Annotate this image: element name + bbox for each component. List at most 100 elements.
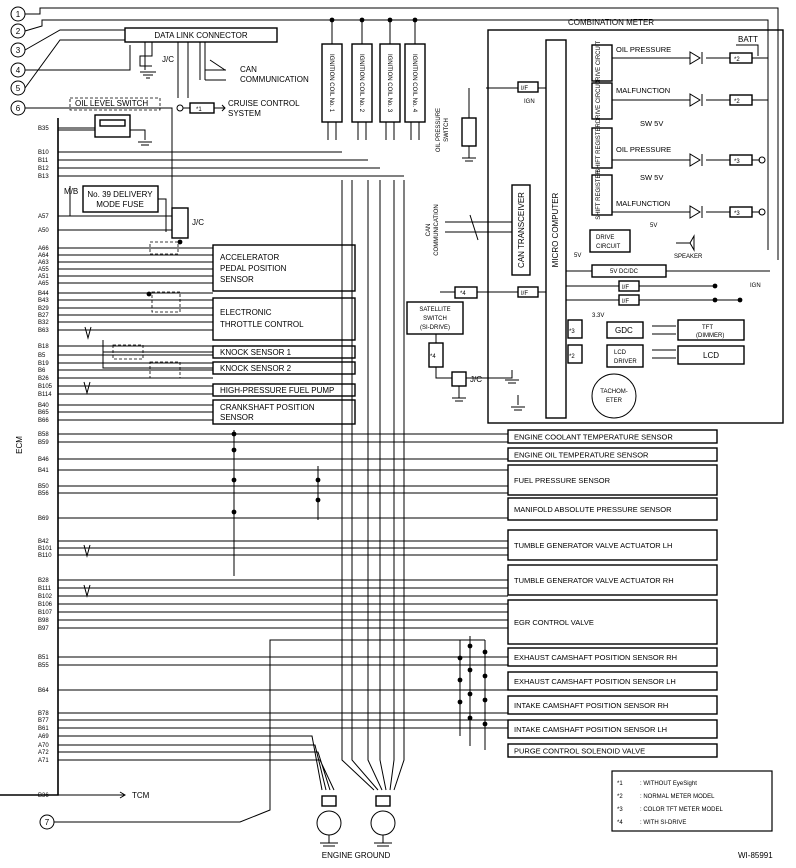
ecm-pin-label: B105	[38, 384, 53, 390]
svg-text:I/F: I/F	[622, 285, 629, 291]
ecm-pin-label: B64	[38, 688, 49, 694]
svg-text:SENSOR: SENSOR	[220, 413, 254, 422]
ecm-pin-label: B101	[38, 546, 53, 552]
ecm-pin-label: B69	[38, 516, 49, 522]
svg-text:ACCELERATOR: ACCELERATOR	[220, 253, 279, 262]
ecm-pin-label: B61	[38, 726, 49, 732]
ecm-pin-label: B29	[38, 306, 49, 312]
svg-text:*1: *1	[617, 781, 623, 787]
svg-text:SHIFT REGISTER: SHIFT REGISTER	[596, 123, 602, 173]
svg-text:CAN TRANSCEIVER: CAN TRANSCEIVER	[517, 192, 526, 268]
ecm-pin-label: B97	[38, 626, 49, 632]
ecm-pin-label: B65	[38, 410, 49, 416]
svg-text:COMMUNICATION: COMMUNICATION	[434, 204, 440, 256]
svg-text:DRIVER: DRIVER	[614, 359, 637, 365]
svg-text:SW 5V: SW 5V	[640, 173, 663, 182]
svg-text:CIRCUIT: CIRCUIT	[596, 244, 621, 250]
svg-text:LCD: LCD	[614, 350, 627, 356]
ecm-pin-label: B102	[38, 594, 53, 600]
svg-text:I/F: I/F	[622, 299, 629, 305]
data-link-connector: DATA LINK CONNECTOR J/C CAN COMMUNICATIO…	[124, 27, 309, 98]
svg-text:2: 2	[16, 27, 21, 36]
ecm-pin-label: B56	[38, 491, 49, 497]
ecm-pin-label: B50	[38, 484, 49, 490]
delivery-mode-fuse: M/B No. 39 DELIVERY MODE FUSE	[58, 185, 167, 232]
svg-text:*2: *2	[569, 354, 575, 360]
circled-number-1: 1	[10, 6, 26, 22]
ecm-pin-label: B78	[38, 711, 49, 717]
ecm-pin-label: B35	[38, 126, 49, 132]
ecm-pin-label: B98	[38, 618, 49, 624]
svg-text:CAN: CAN	[426, 224, 432, 237]
svg-text:: COLOR TFT METER MODEL: : COLOR TFT METER MODEL	[640, 807, 723, 813]
ecm-pin-label: A51	[38, 274, 49, 280]
svg-text:SPEAKER: SPEAKER	[674, 254, 703, 260]
ecm-pin-label: B26	[38, 376, 49, 382]
svg-text:4: 4	[16, 66, 21, 75]
combination-meter: COMBINATION METER BATT MICRO COMPUTER CA…	[406, 18, 784, 424]
svg-text:HIGH-PRESSURE FUEL PUMP: HIGH-PRESSURE FUEL PUMP	[220, 386, 334, 395]
ignition-coil-4: IGNITION COIL No. 4	[404, 17, 426, 140]
svg-text:OIL LEVEL SWITCH: OIL LEVEL SWITCH	[75, 99, 148, 108]
svg-text:J/C: J/C	[192, 218, 204, 227]
svg-text:EXHAUST CAMSHAFT POSITION SENS: EXHAUST CAMSHAFT POSITION SENSOR LH	[514, 677, 676, 686]
svg-text:J/C: J/C	[162, 55, 174, 64]
svg-text:EXHAUST CAMSHAFT POSITION SENS: EXHAUST CAMSHAFT POSITION SENSOR RH	[514, 653, 677, 662]
ecm-pin-label: B40	[38, 403, 49, 409]
svg-text:KNOCK SENSOR 1: KNOCK SENSOR 1	[220, 348, 292, 357]
svg-text:*4: *4	[430, 354, 436, 360]
svg-text:*2: *2	[734, 99, 740, 105]
svg-text:J/C: J/C	[470, 375, 482, 384]
svg-text:(SI-DRIVE): (SI-DRIVE)	[420, 325, 450, 331]
svg-text:MODE FUSE: MODE FUSE	[96, 200, 144, 209]
svg-text:MALFUNCTION: MALFUNCTION	[616, 199, 670, 208]
ecm-pin-label: B63	[38, 328, 49, 334]
ecm-pin-label: A57	[38, 214, 49, 220]
left-sensor-boxes: ACCELERATOR PEDAL POSITION SENSOR ELECTR…	[83, 241, 356, 425]
circled-number-4: 4	[10, 62, 26, 78]
sensor-box-5: TUMBLE GENERATOR VALVE ACTUATOR LH	[507, 529, 718, 561]
svg-text:PURGE CONTROL SOLENOID VALVE: PURGE CONTROL SOLENOID VALVE	[514, 747, 645, 756]
ecm-pin-label: A70	[38, 743, 49, 749]
svg-text:CAN: CAN	[240, 65, 257, 74]
svg-text:COMMUNICATION: COMMUNICATION	[240, 75, 309, 84]
oil-level-switch: OIL LEVEL SWITCH	[58, 97, 161, 146]
svg-text:BATT: BATT	[738, 35, 758, 44]
svg-text:ENGINE COOLANT TEMPERATURE SEN: ENGINE COOLANT TEMPERATURE SENSOR	[514, 433, 673, 442]
svg-text:IGNITION COIL No. 2: IGNITION COIL No. 2	[358, 54, 364, 113]
svg-text:: WITH SI-DRIVE: : WITH SI-DRIVE	[640, 820, 686, 826]
ecm-pin-label: B55	[38, 663, 49, 669]
ecm-pin-labels: B35B10B11B12B13A57A50A66A64A63A55A51A65B…	[38, 126, 53, 799]
diagram-id: WI-85991	[738, 851, 773, 860]
svg-text:DRIVE CIRCUIT: DRIVE CIRCUIT	[596, 79, 602, 124]
ecm-pin-label: B41	[38, 468, 49, 474]
ignition-coil-2: IGNITION COIL No. 2	[351, 17, 373, 140]
ecm-pin-label: A55	[38, 267, 49, 273]
svg-text:3: 3	[16, 46, 21, 55]
svg-text:PEDAL POSITION: PEDAL POSITION	[220, 264, 287, 273]
svg-text:SHIFT REGISTER: SHIFT REGISTER	[596, 170, 602, 220]
svg-text:: WITHOUT EyeSight: : WITHOUT EyeSight	[640, 781, 697, 787]
ecm-pin-label: A63	[38, 260, 49, 266]
svg-text:IGN: IGN	[750, 283, 761, 289]
right-sensor-boxes: ENGINE COOLANT TEMPERATURE SENSOR ENGINE …	[507, 429, 718, 758]
svg-text:SATELLITE: SATELLITE	[419, 307, 450, 313]
svg-text:TACHOM-: TACHOM-	[600, 389, 628, 395]
circled-number-7: 7	[39, 814, 55, 830]
svg-text:SYSTEM: SYSTEM	[228, 109, 261, 118]
ecm-pin-label: B27	[38, 313, 49, 319]
svg-text:*4: *4	[617, 820, 623, 826]
sensor-box-11: INTAKE CAMSHAFT POSITION SENSOR LH	[507, 719, 718, 739]
bottom-section: TCM ENGINE GROUND	[58, 180, 405, 860]
svg-text:SWITCH: SWITCH	[423, 316, 447, 322]
legend: *1: WITHOUT EyeSight *2: NORMAL METER MO…	[611, 770, 773, 832]
ecm-pin-label: B5	[38, 353, 46, 359]
sensor-box-2: ENGINE OIL TEMPERATURE SENSOR	[507, 447, 718, 462]
ignition-coil-1: IGNITION COIL No. 1	[321, 17, 343, 140]
ecm-pin-label: B51	[38, 655, 49, 661]
sensor-box-4: MANIFOLD ABSOLUTE PRESSURE SENSOR	[507, 497, 718, 521]
sensor-box-3: FUEL PRESSURE SENSOR	[507, 464, 718, 496]
sensor-box-1: ENGINE COOLANT TEMPERATURE SENSOR	[507, 429, 718, 444]
svg-text:7: 7	[45, 818, 50, 827]
ecm-pin-label: B42	[38, 539, 49, 545]
